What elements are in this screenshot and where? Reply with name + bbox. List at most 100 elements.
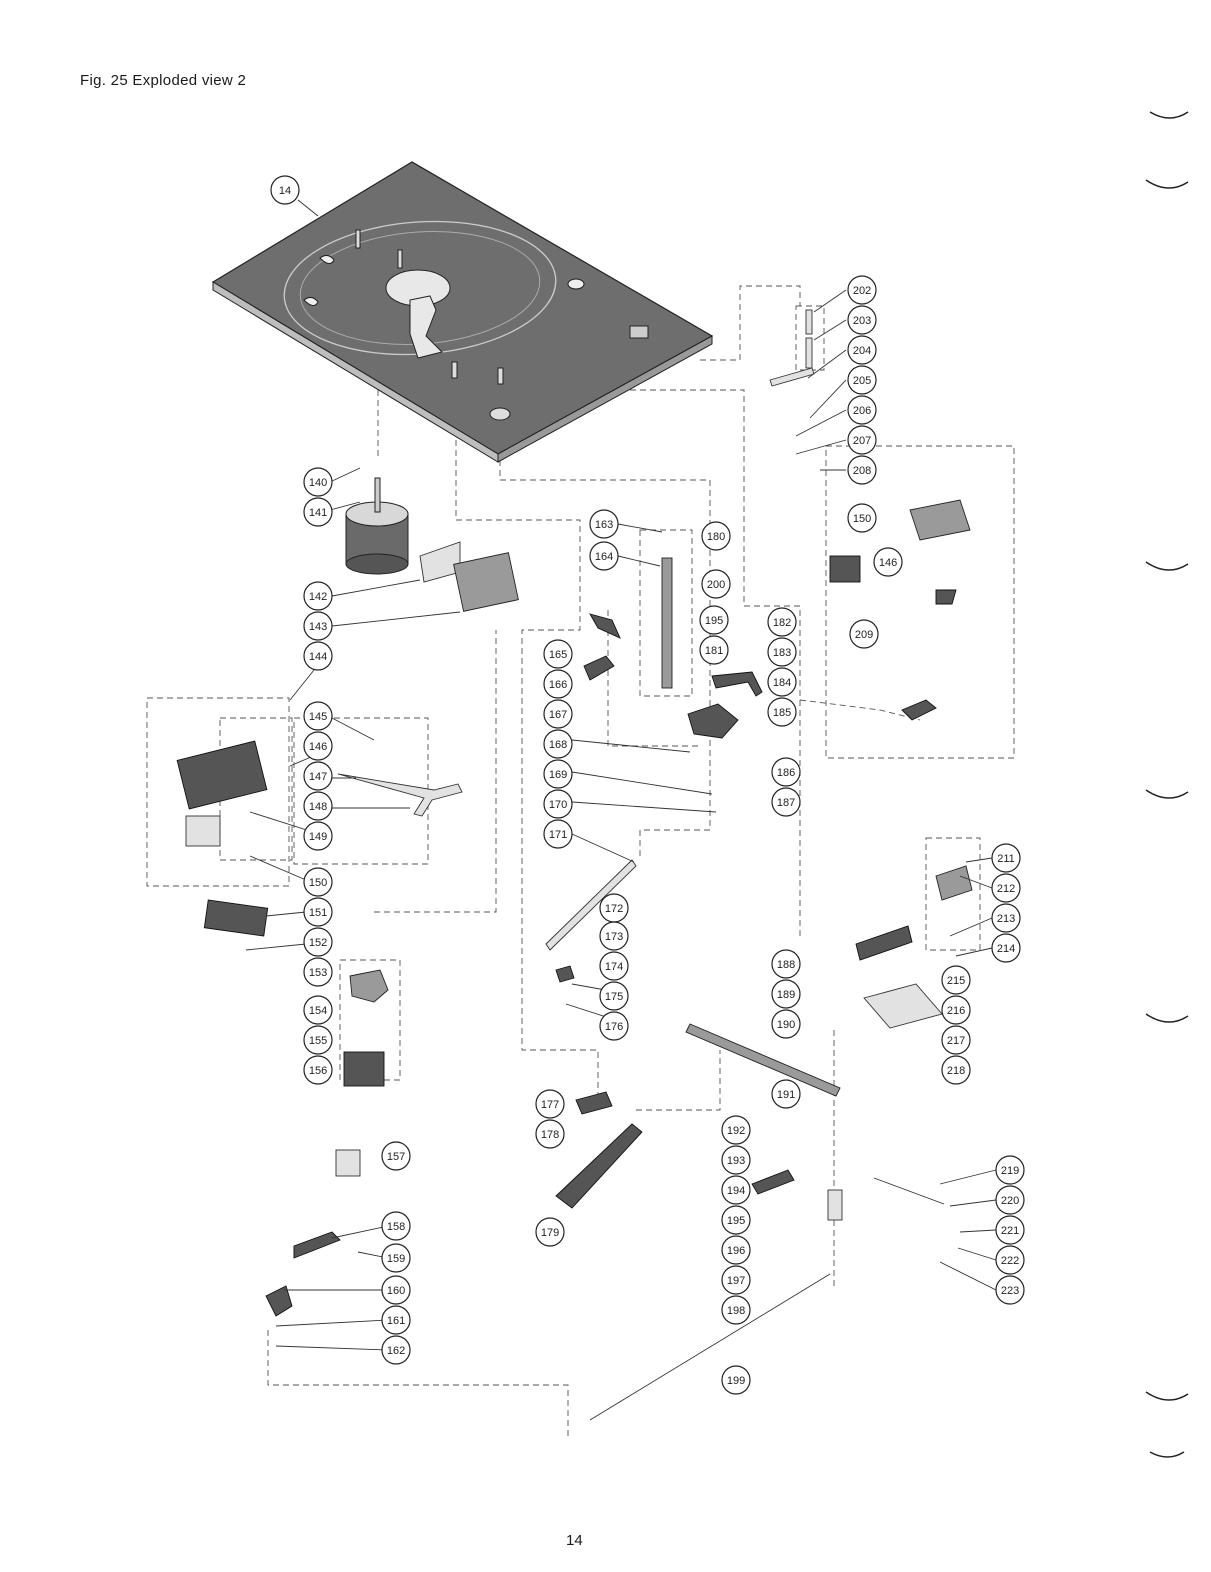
svg-text:222: 222 [1001,1255,1019,1267]
callout-216: 216 [941,995,971,1025]
svg-text:220: 220 [1001,1195,1019,1207]
svg-text:173: 173 [605,931,623,943]
svg-text:143: 143 [309,621,327,633]
callout-180: 180 [701,521,731,551]
callout-149: 149 [303,821,333,851]
svg-text:186: 186 [777,767,795,779]
svg-text:181: 181 [705,645,723,657]
svg-text:167: 167 [549,709,567,721]
svg-text:149: 149 [309,831,327,843]
callout-162: 162 [381,1335,411,1365]
svg-text:155: 155 [309,1035,327,1047]
svg-text:194: 194 [727,1185,745,1197]
svg-text:168: 168 [549,739,567,751]
callout-190: 190 [771,1009,801,1039]
svg-text:189: 189 [777,989,795,1001]
svg-text:144: 144 [309,651,327,663]
callout-196: 196 [721,1235,751,1265]
callout-215: 215 [941,965,971,995]
svg-text:223: 223 [1001,1285,1019,1297]
svg-text:165: 165 [549,649,567,661]
callout-164: 164 [589,541,619,571]
callout-146-right: 146 [873,547,903,577]
svg-text:177: 177 [541,1099,559,1111]
callout-172: 172 [599,893,629,923]
callout-144: 144 [303,641,333,671]
callout-195-center: 195 [699,605,729,635]
svg-text:151: 151 [309,907,327,919]
callout-176: 176 [599,1011,629,1041]
svg-text:204: 204 [853,345,871,357]
svg-text:146: 146 [309,741,327,753]
svg-text:182: 182 [773,617,791,629]
callout-204: 204 [847,335,877,365]
svg-text:150: 150 [309,877,327,889]
callout-202: 202 [847,275,877,305]
svg-text:147: 147 [309,771,327,783]
svg-text:215: 215 [947,975,965,987]
svg-text:154: 154 [309,1005,327,1017]
svg-text:205: 205 [853,375,871,387]
callout-189: 189 [771,979,801,1009]
mechanical-parts [176,309,973,1421]
callout-184: 184 [767,667,797,697]
svg-text:190: 190 [777,1019,795,1031]
callout-195: 195 [721,1205,751,1235]
callout-181: 181 [699,635,729,665]
baseplate-part-14 [211,161,714,463]
callout-207: 207 [847,425,877,455]
svg-text:152: 152 [309,937,327,949]
callout-218: 218 [941,1055,971,1085]
svg-text:160: 160 [387,1285,405,1297]
svg-text:176: 176 [605,1021,623,1033]
svg-text:199: 199 [727,1375,745,1387]
callout-183: 183 [767,637,797,667]
callout-173: 173 [599,921,629,951]
svg-text:164: 164 [595,551,613,563]
callout-220: 220 [995,1185,1025,1215]
svg-text:14: 14 [279,185,291,197]
callout-200: 200 [701,569,731,599]
svg-text:197: 197 [727,1275,745,1287]
callout-205: 205 [847,365,877,395]
svg-text:207: 207 [853,435,871,447]
svg-text:180: 180 [707,531,725,543]
callout-222: 222 [995,1245,1025,1275]
svg-text:142: 142 [309,591,327,603]
callout-175: 175 [599,981,629,1011]
callout-178: 178 [535,1119,565,1149]
callout-208: 208 [847,455,877,485]
callout-169: 169 [543,759,573,789]
callout-156: 156 [303,1055,333,1085]
svg-text:159: 159 [387,1253,405,1265]
svg-text:148: 148 [309,801,327,813]
page-title: Fig. 25 Exploded view 2 [80,72,247,89]
svg-text:185: 185 [773,707,791,719]
svg-text:162: 162 [387,1345,405,1357]
svg-text:196: 196 [727,1245,745,1257]
callout-221: 221 [995,1215,1025,1245]
svg-text:216: 216 [947,1005,965,1017]
svg-text:193: 193 [727,1155,745,1167]
callout-147: 147 [303,761,333,791]
svg-text:213: 213 [997,913,1015,925]
svg-text:218: 218 [947,1065,965,1077]
svg-text:163: 163 [595,519,613,531]
svg-text:153: 153 [309,967,327,979]
assembly-dashed-lines [146,285,1015,1440]
callout-168: 168 [543,729,573,759]
callout-153: 153 [303,957,333,987]
callout-217: 217 [941,1025,971,1055]
svg-text:175: 175 [605,991,623,1003]
callout-171: 171 [543,819,573,849]
svg-text:211: 211 [997,853,1015,865]
callout-145: 145 [303,701,333,731]
svg-text:200: 200 [707,579,725,591]
svg-text:183: 183 [773,647,791,659]
svg-text:188: 188 [777,959,795,971]
callout-219: 219 [995,1155,1025,1185]
callout-212: 212 [991,873,1021,903]
svg-text:221: 221 [1001,1225,1019,1237]
callout-186: 186 [771,757,801,787]
svg-text:141: 141 [309,507,327,519]
